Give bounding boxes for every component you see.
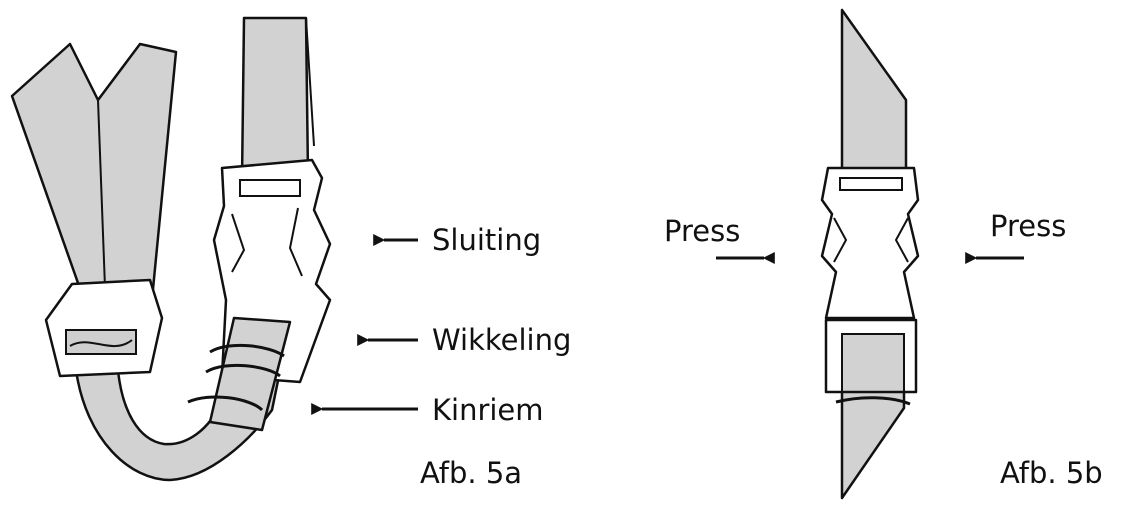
figure-5a [10,16,418,482]
strap-adjuster [44,278,164,378]
buckle-window-right [288,207,303,277]
upper-strap-edge [305,17,315,147]
caption-figure-5a: Afb. 5a [420,456,523,490]
label-press-left: Press [664,214,741,248]
label-chin-strap: Kinriem [432,393,544,427]
label-wrap: Wikkeling [432,323,572,357]
b-buckle-window-left [833,217,848,263]
upper-strap [240,16,310,182]
b-buckle-window-right [894,217,909,263]
b-buckle [820,166,920,320]
label-press-right: Press [990,209,1067,243]
buckle-window-left [231,213,246,273]
wrap-ring-2 [205,363,281,378]
b-wrap-ring [835,396,911,406]
b-upper-strap [840,8,908,188]
label-buckle: Sluiting [432,223,542,257]
caption-figure-5b: Afb. 5b [1000,456,1103,490]
b-buckle-slot [839,177,903,191]
adjuster-window [65,329,137,355]
adjuster-webbing [69,339,133,347]
buckle-slot [239,179,301,197]
figure-5b [716,8,1024,500]
b-lower-strap [840,390,906,500]
wrap-ring-3 [187,395,264,412]
b-lower-strap-inner [841,333,905,393]
wrap-ring-1 [209,343,285,358]
